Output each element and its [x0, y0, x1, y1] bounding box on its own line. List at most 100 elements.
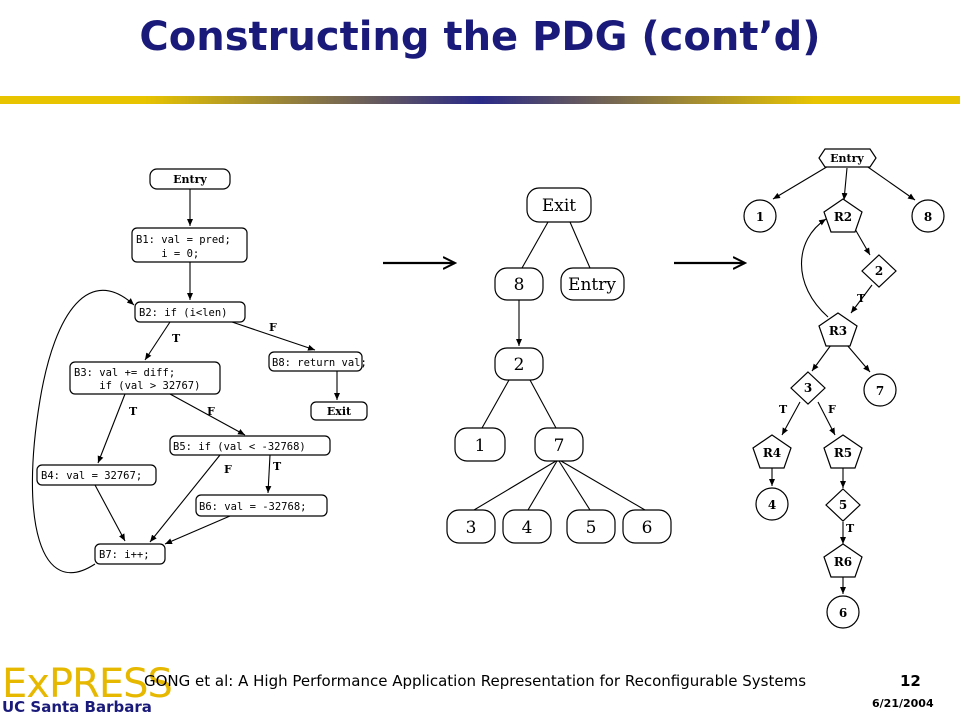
cfg-node-b8 — [268, 351, 363, 372]
pdg-edge-3-r4 — [781, 401, 801, 436]
cfg-node-b1-line2: i = 0; — [136, 248, 199, 260]
pdg-node-7 — [863, 373, 897, 407]
cfg-edge-b4-b7 — [94, 484, 126, 542]
cfg-node-exit — [310, 401, 368, 421]
tree-edge-2-7 — [529, 379, 557, 429]
pdg-edge-entry-1 — [772, 164, 831, 200]
tree-node-8-label: 8 — [514, 275, 525, 295]
cfg-label-b2-true: T — [172, 332, 181, 345]
tree-node-8 — [494, 267, 544, 301]
cfg-edge-b7-b2-loop — [31, 289, 135, 574]
pdg-label-3-false: F — [828, 403, 836, 416]
pdg-node-r3-label: R3 — [829, 324, 847, 338]
cfg-edge-b2-b8 — [231, 321, 316, 351]
cfg-node-b2 — [134, 301, 246, 323]
tree-edge-7-3 — [473, 460, 557, 511]
pdg-node-r2 — [823, 198, 863, 233]
cfg-node-b3 — [69, 361, 221, 395]
cfg-node-b3-line2: if (val > 32767) — [74, 380, 200, 392]
cfg-edge-b5-b7 — [149, 454, 221, 543]
pdg-node-7-label: 7 — [876, 384, 884, 398]
pdg-node-entry-label: Entry — [830, 152, 864, 165]
institution-logo: UC Santa Barbara — [2, 698, 152, 716]
page-number: 12 — [900, 672, 921, 690]
tree-node-2-label: 2 — [514, 355, 525, 375]
cfg-node-b1-line1: B1: val = pred; — [136, 234, 231, 246]
pdg-label-3-true: T — [779, 403, 788, 416]
tree-diagram: Exit 8 Entry 2 1 7 3 4 5 6 — [446, 187, 672, 544]
cfg-diagram: T F T F T F Entry B1: val = pred; i = 0;… — [31, 168, 368, 574]
cfg-edge-b6-b7 — [164, 515, 231, 545]
cfg-edge-b5-b6 — [265, 454, 272, 494]
tree-node-5 — [566, 509, 616, 544]
cfg-label-b5-false: F — [224, 463, 232, 476]
tree-edge-7-6 — [560, 460, 646, 511]
cfg-node-entry-label: Entry — [173, 173, 207, 186]
tree-edge-7-5 — [558, 460, 591, 511]
slide-title: Constructing the PDG (cont’d) — [139, 14, 821, 60]
pdg-edge-r3-3 — [811, 344, 832, 372]
tree-node-4 — [502, 509, 552, 544]
tree-node-1-label: 1 — [475, 436, 486, 456]
cfg-node-b4-label: B4: val = 32767; — [41, 470, 142, 482]
tree-node-exit-label: Exit — [542, 196, 576, 216]
cfg-edge-b3-b4 — [97, 393, 126, 464]
pdg-edge-r3-7 — [846, 344, 871, 373]
cfg-node-b6 — [195, 494, 328, 517]
cfg-label-b3-false: F — [207, 405, 215, 418]
pdg-node-p3-label: 3 — [804, 381, 812, 395]
pdg-node-p2-label: 2 — [875, 264, 883, 278]
pdg-edge-entry-8 — [864, 164, 916, 201]
tree-node-entry — [560, 267, 625, 301]
tree-node-exit — [526, 187, 592, 223]
tree-node-6 — [622, 509, 672, 544]
cfg-label-b2-false: F — [269, 321, 277, 334]
pdg-diagram: T T F T Entry 1 R2 8 2 R3 3 7 R4 R5 4 5 … — [743, 148, 945, 629]
pdg-node-entry — [818, 148, 877, 168]
pdg-edge-r2-2 — [854, 228, 871, 256]
tree-node-2 — [494, 347, 544, 381]
tree-edge-7-4 — [527, 460, 558, 511]
pdg-node-r6 — [823, 543, 863, 578]
pdg-node-r6-label: R6 — [834, 555, 852, 569]
cfg-node-b5 — [169, 435, 331, 456]
tree-node-5-label: 5 — [586, 518, 597, 538]
pdg-node-r4 — [752, 434, 792, 469]
cfg-label-b3-true: T — [129, 405, 138, 418]
pdg-node-p5-label: 5 — [839, 498, 847, 512]
cfg-node-entry — [149, 168, 231, 190]
tree-node-6-label: 6 — [642, 518, 653, 538]
cfg-node-b3-line1: B3: val += diff; — [74, 367, 175, 379]
cfg-edge-b2-b3 — [144, 321, 171, 361]
tree-node-7 — [534, 427, 584, 462]
pdg-node-p2 — [861, 254, 897, 288]
tree-edge-exit-8 — [521, 221, 549, 269]
tree-node-3-label: 3 — [466, 518, 477, 538]
cfg-node-b7-label: B7: i++; — [99, 549, 150, 561]
pdg-node-p3 — [790, 371, 826, 405]
tree-edge-2-1 — [481, 379, 510, 429]
footer-citation: GONG et al: A High Performance Applicati… — [144, 672, 807, 690]
pdg-edge-2-r3 — [850, 284, 873, 314]
pdg-edge-entry-r2 — [841, 167, 848, 201]
pdg-node-6-label: 6 — [839, 606, 847, 620]
pdg-node-4 — [755, 487, 789, 521]
tree-node-7-label: 7 — [554, 436, 565, 456]
pdg-node-8-label: 8 — [924, 210, 932, 224]
pdg-label-2-true: T — [857, 292, 866, 305]
pdg-node-1 — [743, 199, 777, 233]
cfg-node-b2-label: B2: if (i<len) — [139, 307, 228, 319]
cfg-node-b6-label: B6: val = -32768; — [199, 501, 306, 513]
tree-node-entry-label: Entry — [568, 275, 616, 295]
pdg-node-1-label: 1 — [756, 210, 764, 224]
cfg-node-b8-label: B8: return val; — [272, 357, 367, 369]
cfg-label-b5-true: T — [273, 460, 282, 473]
cfg-node-exit-label: Exit — [327, 405, 352, 418]
cfg-node-b7 — [94, 543, 166, 565]
title-underline — [0, 96, 960, 104]
pdg-node-r2-label: R2 — [834, 210, 852, 224]
cfg-node-b1 — [131, 227, 248, 263]
tree-node-1 — [454, 427, 506, 462]
cfg-node-b5-label: B5: if (val < -32768) — [173, 441, 306, 453]
